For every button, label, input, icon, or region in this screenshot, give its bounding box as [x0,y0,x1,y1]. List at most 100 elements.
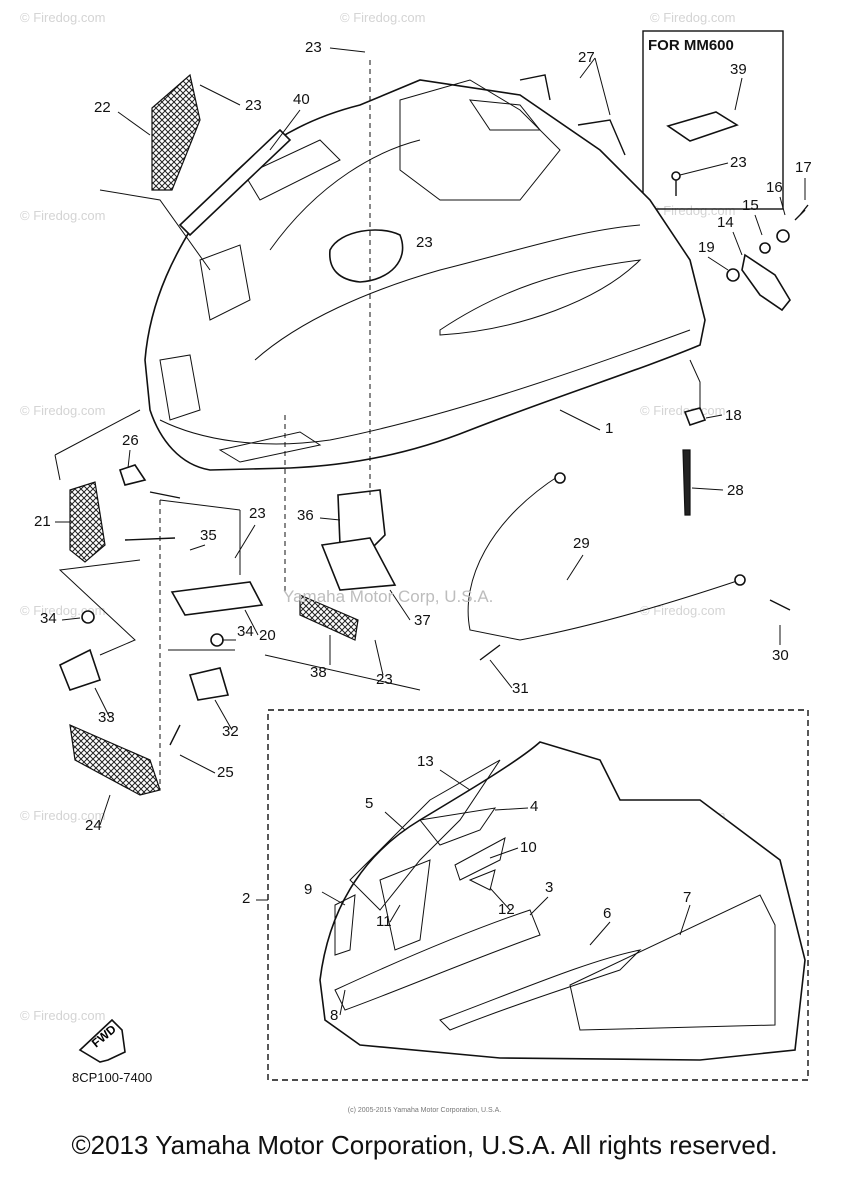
watermark-text: © Firedog.com [640,603,725,618]
callout-9: 9 [304,881,312,898]
hood-ridge-line [269,139,421,251]
callout-11: 11 [376,913,392,930]
hood-front-grille [218,431,322,463]
callout-17: 17 [795,159,812,176]
callout-34: 34 [40,610,57,627]
part-19-nut [726,268,740,282]
part-6-decal [439,949,642,1031]
callout-23: 23 [416,234,433,251]
watermark-text: © Firedog.com [650,203,735,218]
leader-lines [54,189,701,691]
part-15-washer [759,242,771,254]
callout-15: 15 [742,197,759,214]
part-33-bracket [58,648,102,691]
watermark-text: © Firedog.com [650,10,735,25]
callout-12: 12 [498,901,515,918]
mm600-inset: FOR MM600 [642,30,784,210]
callout-10: 10 [520,839,537,856]
rivet-head-icon [671,171,681,181]
hood-top-cutout [399,79,561,201]
callout-23: 23 [376,671,393,688]
callout-34: 34 [237,623,254,640]
part-35-screw [124,537,176,541]
hood-top-window [468,99,542,131]
center-watermark: Yamaha Motor Corp, U.S.A. [283,587,494,606]
callout-31: 31 [512,680,529,697]
callout-18: 18 [725,407,742,424]
callout-38: 38 [310,664,327,681]
part-26-clip [118,464,147,486]
part-14-bracket [741,253,791,312]
callout-36: 36 [297,507,314,524]
callout-24: 24 [85,817,102,834]
part-24-mesh-duct [69,724,161,796]
callout-27: 27 [578,49,595,66]
part-18-clip [683,407,707,427]
hood-vent-side [199,244,251,321]
part-code: 8CP100-7400 [72,1070,153,1085]
part-2-decal-set-outline [319,741,806,1061]
copyright-footer: ©2013 Yamaha Motor Corporation, U.S.A. A… [71,1130,778,1160]
callout-leader-lines [55,47,806,1016]
part-38-mesh [299,594,359,641]
callout-22: 22 [94,99,111,116]
callout-25: 25 [217,764,234,781]
callout-14: 14 [717,214,734,231]
cable-eyelet-icon [554,472,566,484]
part-1-hood [144,79,706,471]
part-30-rivet [769,599,791,611]
cable-eyelet-icon-b [734,574,746,586]
callout-37: 37 [414,612,431,629]
callout-23: 23 [245,97,262,114]
part-28-cable-tie [682,449,691,516]
callout-3: 3 [545,879,553,896]
callout-21: 21 [34,513,51,530]
part-34-nut-b [210,633,224,647]
watermark-text: © Firedog.com [20,208,105,223]
callout-26: 26 [122,432,139,449]
watermark-text: © Firedog.com [20,403,105,418]
part-39-plate [666,111,739,142]
callout-32: 32 [222,723,239,740]
hood-vent-left [244,139,341,201]
callout-16: 16 [766,179,783,196]
part-17-screw [794,204,809,221]
callout-5: 5 [365,795,373,812]
callout-35: 35 [200,527,217,544]
decal-box-border [267,709,809,1081]
part-31-spring [479,644,501,661]
part-20-grille [170,581,264,616]
callout-4: 4 [530,798,538,815]
callout-40: 40 [293,91,310,108]
part-29-cable [467,474,741,641]
leader-lines-dashed [159,60,371,790]
callout-23: 23 [730,154,747,171]
part-22-mesh-grille [151,73,201,191]
callout-19: 19 [698,239,715,256]
callout-2: 2 [242,890,250,907]
mm600-box-border [642,30,784,210]
part-21-mesh-cover [69,481,106,563]
hood-lower-edge [159,329,691,445]
callout-6: 6 [603,905,611,922]
callout-13: 13 [417,753,434,770]
callout-30: 30 [772,647,789,664]
hood-body-line [254,224,641,361]
part-27-handles [519,74,626,156]
part-11-emblem [379,859,431,951]
callout-23: 23 [305,39,322,56]
callout-29: 29 [573,535,590,552]
decal-inset [267,709,809,1081]
callout-7: 7 [683,889,691,906]
part-16-grommet [776,229,790,243]
headlight-opening [329,229,404,283]
part-12-decal [468,869,496,891]
part-4-decal [419,807,497,846]
callout-1: 1 [605,420,613,437]
watermark-text: © Firedog.com [640,403,725,418]
part-32-bracket [188,667,230,701]
callout-labels: 23 23 22 40 27 39 23 17 16 15 14 19 18 1… [34,39,812,1024]
part-10-decal [454,837,506,881]
part-37-duct [320,537,397,591]
